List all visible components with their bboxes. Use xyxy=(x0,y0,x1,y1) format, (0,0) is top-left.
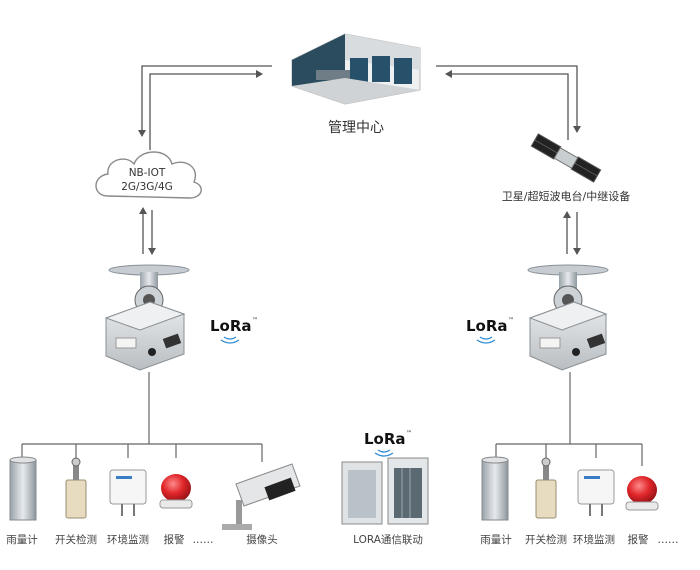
left-alarm-label: 报警 xyxy=(164,533,185,546)
right-device-bus xyxy=(495,372,643,466)
control-room-image xyxy=(291,33,421,105)
alarm-light-right-image xyxy=(625,476,659,511)
switch-detector-left-image xyxy=(65,457,87,519)
cloud-station-arrows xyxy=(139,207,156,255)
right-switch-detect-label: 开关检测 xyxy=(525,533,567,546)
svg-text:LoRa: LoRa xyxy=(210,317,252,335)
cloud-label-line1: NB-IOT xyxy=(129,167,166,179)
alarm-light-left-image xyxy=(159,474,193,509)
left-device-bus xyxy=(21,372,263,462)
right-env-monitor-label: 环境监测 xyxy=(573,533,615,546)
env-monitor-left-image xyxy=(109,469,147,516)
management-center-label: 管理中心 xyxy=(328,120,384,136)
env-monitor-right-image xyxy=(577,469,615,516)
gate-device-image xyxy=(341,457,429,525)
right-ellipsis: …… xyxy=(658,534,679,546)
satellite-icon xyxy=(530,133,602,183)
right-alarm-label: 报警 xyxy=(628,533,649,546)
rain-gauge-right-image xyxy=(481,456,509,521)
left-env-monitor-label: 环境监测 xyxy=(107,533,149,546)
switch-detector-right-image xyxy=(535,457,557,519)
left-rain-gauge-label: 雨量计 xyxy=(6,533,38,546)
svg-text:™: ™ xyxy=(508,317,514,324)
left-monitoring-station xyxy=(104,264,190,371)
satellite-station-arrows xyxy=(563,211,581,255)
satellite-label: 卫星/超短波电台/中继设备 xyxy=(502,189,630,203)
cloud-label-line2: 2G/3G/4G xyxy=(121,181,173,193)
svg-text:LoRa: LoRa xyxy=(364,430,406,448)
svg-text:™: ™ xyxy=(252,317,258,324)
svg-text:™: ™ xyxy=(406,430,412,437)
left-link-arrows xyxy=(138,65,581,150)
nb-iot-cloud xyxy=(95,151,202,199)
left-ellipsis: …… xyxy=(193,534,214,546)
left-switch-detect-label: 开关检测 xyxy=(55,533,97,546)
camera-image xyxy=(222,463,301,530)
rain-gauge-left-image xyxy=(9,456,37,521)
lora-logo-right: LoRa ™ xyxy=(466,317,514,344)
lora-link-label: LORA通信联动 xyxy=(353,534,423,546)
right-monitoring-station xyxy=(527,264,609,371)
svg-text:LoRa: LoRa xyxy=(466,317,508,335)
lora-logo-left: LoRa ™ xyxy=(210,317,258,344)
right-rain-gauge-label: 雨量计 xyxy=(480,533,512,546)
lora-logo-center: LoRa ™ xyxy=(364,430,412,457)
left-camera-label: 摄像头 xyxy=(246,533,278,546)
